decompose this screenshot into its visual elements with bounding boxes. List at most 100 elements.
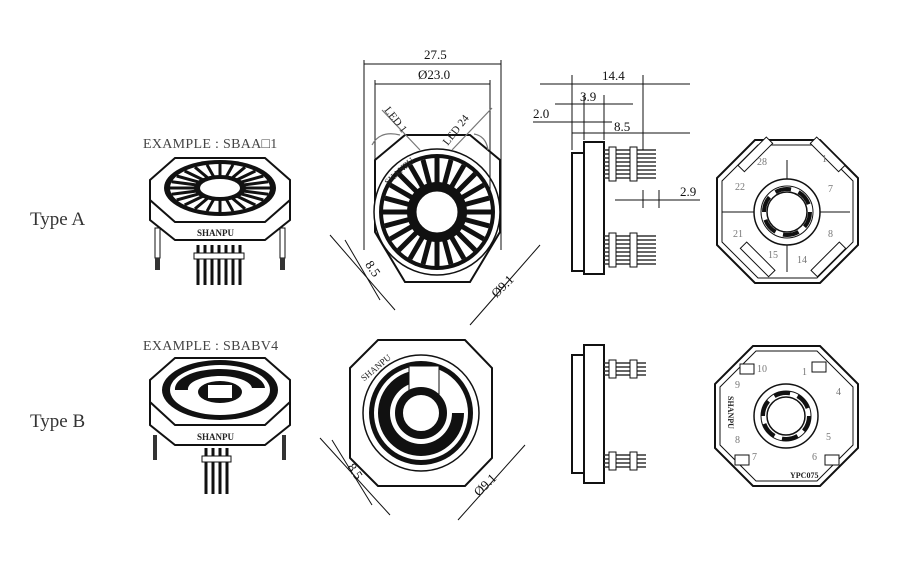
led-segment (453, 172, 477, 196)
led-segment (176, 191, 202, 202)
dim-b: 2.0 (533, 106, 549, 121)
led-segment (458, 182, 486, 202)
arc-slot (762, 195, 772, 213)
dim-ring-diameter: Ø23.0 (418, 67, 450, 82)
led-segment (420, 236, 433, 265)
arc-slot (801, 415, 811, 433)
led-segment (171, 189, 199, 196)
led-segment (183, 194, 206, 207)
led-segment (461, 195, 490, 208)
arc-slot (796, 394, 810, 409)
led-segment (397, 228, 421, 252)
connector-block (739, 241, 776, 278)
type-b-side-view (571, 344, 646, 484)
type-a-brand: SHANPU (197, 228, 235, 238)
type-a-front-view: SHANPU 27.5 Ø23.0 LED 1 LED 24 8.5 Ø9.1 (329, 47, 541, 326)
pin-number-label: 1 (802, 367, 807, 378)
dim-pin: 2.9 (680, 184, 696, 199)
pin-collar (608, 146, 617, 182)
dim-a: 3.9 (580, 89, 596, 104)
type-a-isometric-view: SHANPU (149, 157, 291, 285)
type-b-brand: SHANPU (197, 432, 235, 442)
dim-outer-width: 27.5 (424, 47, 447, 62)
arc-slot (774, 187, 792, 194)
dim-c: 8.5 (614, 119, 630, 134)
type-b-back-brand: SHANPU (726, 396, 735, 429)
arc-slot (762, 423, 776, 438)
arc-slot (797, 190, 811, 205)
connector-block (811, 361, 827, 373)
led-1-label: LED 1 (382, 105, 410, 136)
led-segment (241, 180, 269, 187)
led-segment (447, 233, 467, 261)
arc-slot (761, 399, 771, 417)
pin-header (201, 455, 232, 463)
pin-number-label: 14 (797, 255, 807, 266)
led-segment (183, 169, 206, 182)
led-segment (407, 233, 427, 261)
pin-collar (629, 359, 638, 379)
dim-total-depth: 14.4 (602, 68, 625, 83)
pin-collar (629, 451, 638, 471)
led-segment (241, 189, 269, 196)
connector-block (737, 136, 774, 173)
led-segment (171, 180, 199, 187)
pin-number-label: 9 (735, 380, 740, 391)
pin-collar (608, 359, 617, 379)
pin-collar (608, 451, 617, 471)
type-b-isometric-view: SHANPU (149, 357, 291, 494)
pin-number-label: 6 (812, 452, 817, 463)
type-b-back-view: YPC075 SHANPU 10 1 4 9 8 7 65 (714, 345, 859, 487)
pin-number-label: 10 (757, 364, 767, 375)
led-segment (447, 163, 467, 191)
led-segment (388, 182, 416, 202)
led-segment (234, 169, 257, 182)
connector-block (810, 241, 847, 278)
type-b-front-view: SHANPU 8.5 Ø9.1 (319, 339, 526, 521)
led-segment (441, 159, 454, 188)
arc-slot (802, 211, 812, 229)
pin-number-label: 5 (826, 432, 831, 443)
pin-collar (608, 232, 617, 268)
connector-block (824, 454, 840, 466)
connector-block (734, 454, 750, 466)
arc-slot (763, 219, 777, 234)
led-segment (388, 222, 416, 242)
led-segment (238, 191, 264, 202)
connector-block (809, 136, 846, 173)
part-code: YPC075 (790, 471, 818, 480)
led-segment (458, 222, 486, 242)
led-segment (453, 228, 477, 252)
led-segment (384, 195, 413, 208)
led-segment (234, 194, 257, 207)
pin-number-label: 7 (828, 184, 833, 195)
pin-header (193, 252, 245, 260)
type-b-example: EXAMPLE : SBABV4 (143, 339, 278, 354)
pin-number-label: 8 (735, 435, 740, 446)
pin-number-label: 28 (757, 157, 767, 168)
pin-number-label: 21 (733, 229, 743, 240)
arc-slot (773, 391, 791, 398)
led-segment (238, 174, 264, 185)
type-a-example: EXAMPLE : SBAA□1 (143, 137, 278, 152)
led-segment (461, 216, 490, 229)
pin-number-label: 15 (768, 250, 778, 261)
arc-slot (781, 434, 799, 441)
pin-number-label: 7 (752, 452, 757, 463)
pin-collar (629, 232, 638, 268)
led-segment (420, 159, 433, 188)
arc-slot (782, 230, 800, 237)
pin-number-label: 22 (735, 182, 745, 193)
led-segment (441, 236, 454, 265)
led-segment (397, 172, 421, 196)
connector-block (739, 363, 755, 375)
type-a-label: Type A (30, 209, 85, 230)
led-segment (176, 174, 202, 185)
type-b-label: Type B (30, 411, 85, 432)
pin-number-label: 8 (828, 229, 833, 240)
type-a-side-view: 14.4 3.9 2.0 8.5 2.9 (533, 68, 700, 275)
pin-number-label: 4 (836, 387, 841, 398)
